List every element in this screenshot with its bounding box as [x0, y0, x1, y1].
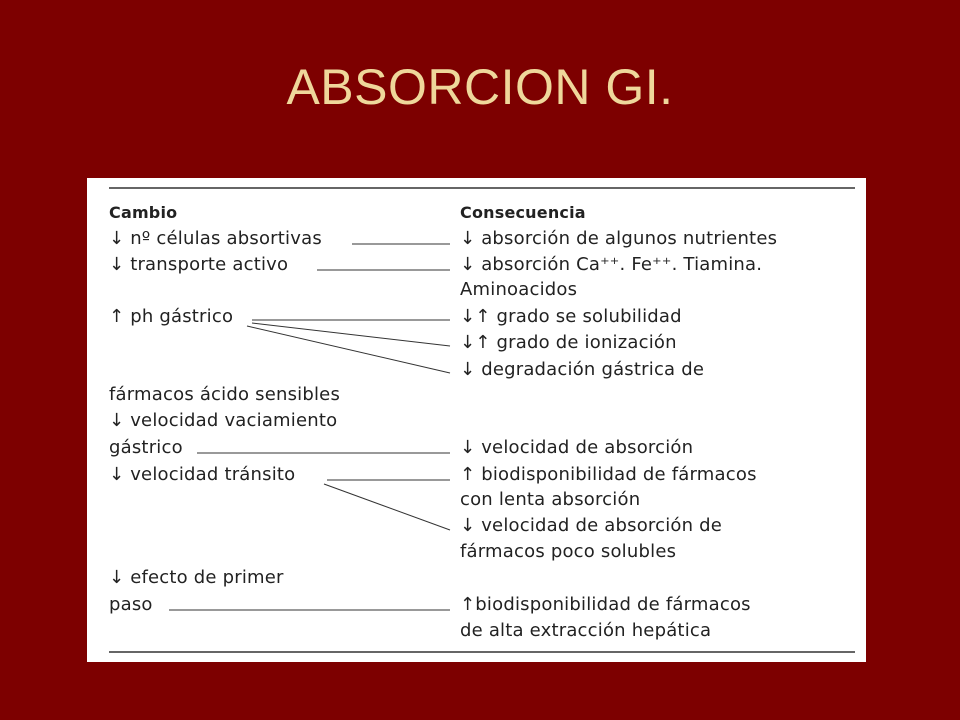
cambio-3: ↑ ph gástrico — [109, 306, 234, 327]
consecuencia-2: ↓ absorción Ca⁺⁺. Fe⁺⁺. Tiamina. — [460, 254, 763, 275]
slide-title: ABSORCION GI. — [286, 59, 674, 115]
cambio-2: ↓ transporte activo — [109, 254, 289, 275]
cambio-5: ↓ velocidad vaciamiento — [109, 410, 338, 431]
cambio-7: ↓ velocidad tránsito — [109, 464, 296, 485]
consecuencia-12: ↑biodisponibilidad de fármacos — [460, 594, 751, 615]
consecuencia-10: ↓ velocidad de absorción de — [460, 515, 723, 536]
consecuencia-4: ↓↑ grado se solubilidad — [460, 306, 682, 327]
cambio-1: ↓ nº células absortivas — [109, 228, 322, 249]
header-consecuencia: Consecuencia — [460, 203, 586, 222]
consecuencia-13: de alta extracción hepática — [460, 620, 712, 641]
connector-lines — [109, 187, 855, 653]
connector-3b — [251, 322, 451, 347]
consecuencia-3: Aminoacidos — [460, 279, 578, 300]
absorption-table-panel: Cambio Consecuencia ↓ nº células absorti… — [87, 178, 866, 662]
cambio-4: fármacos ácido sensibles — [109, 384, 341, 405]
consecuencia-9: con lenta absorción — [460, 489, 641, 510]
consecuencia-6: ↓ degradación gástrica de — [460, 359, 705, 380]
consecuencia-7: ↓ velocidad de absorción — [460, 437, 694, 458]
connector-5b — [323, 483, 451, 531]
cambio-6: gástrico — [109, 437, 183, 458]
connector-3c — [246, 325, 451, 374]
consecuencia-5: ↓↑ grado de ionización — [460, 332, 677, 353]
consecuencia-1: ↓ absorción de algunos nutrientes — [460, 228, 778, 249]
cambio-9: paso — [109, 594, 153, 615]
cambio-8: ↓ efecto de primer — [109, 567, 284, 588]
consecuencia-11: fármacos poco solubles — [460, 541, 677, 562]
consecuencia-8: ↑ biodisponibilidad de fármacos — [460, 464, 757, 485]
header-cambio: Cambio — [109, 203, 178, 222]
